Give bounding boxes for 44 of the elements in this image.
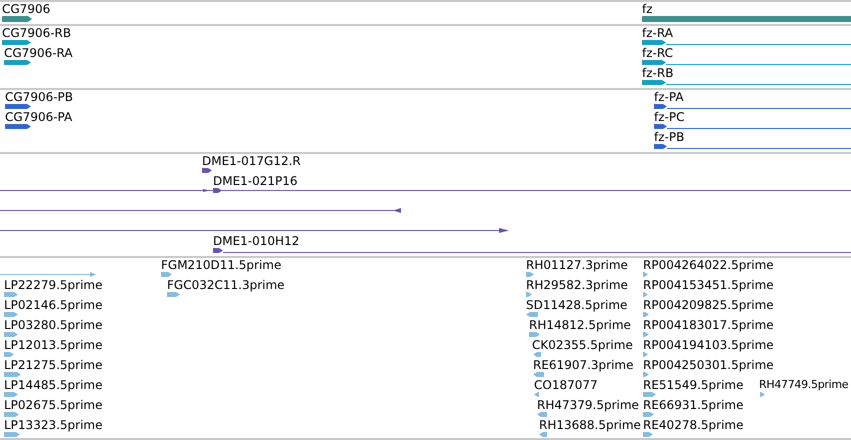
feature-label: RP004183017.5prime [643,318,774,332]
feature-label: fz [642,2,653,16]
feature-label: LP12013.5prime [4,338,103,352]
feature-label: LP02675.5prime [4,398,103,412]
feature-label: CG7906 [2,2,50,16]
feature-label: DME1-021P16 [213,174,298,188]
feature-label: RH29582.3prime [526,278,628,292]
feature-label: CK02355.5prime [532,338,633,352]
feature-label: RH47749.5prime [759,378,848,392]
feature-label: RP004209825.5prime [643,298,774,312]
feature-label: DME1-017G12.R [202,154,301,168]
feature-label: LP22279.5prime [4,278,103,292]
feature-label: RP004153451.5prime [643,278,774,292]
feature-label: RH01127.3prime [526,258,628,272]
feature-label: CG7906-PB [5,90,74,104]
feature-label: fz-PB [654,130,684,144]
feature-label: RH13688.5prime [539,418,641,432]
feature-label: LP13323.5prime [4,418,103,432]
feature-label: CG7906-PA [5,110,72,124]
feature-label: LP21275.5prime [4,358,103,372]
feature-label: RE66931.5prime [643,398,744,412]
feature-label: RP004194103.5prime [643,338,774,352]
feature-label: DME1-010H12 [213,234,300,248]
feature-label: RE51549.5prime [643,378,744,392]
feature-label: RH47379.5prime [537,398,639,412]
feature-label: RP004264022.5prime [643,258,774,272]
feature-label: RE40278.5prime [643,418,744,432]
feature-label: fz-PA [654,90,684,104]
feature-label: CO187077 [534,378,598,392]
feature-label: LP02146.5prime [4,298,103,312]
feature-label: CG7906-RA [4,46,73,60]
feature-label: fz-RB [642,66,674,80]
feature-label: fz-PC [654,110,684,124]
feature-label: RP004250301.5prime [643,358,774,372]
feature-label: RH14812.5prime [529,318,631,332]
feature-label: FGM210D11.5prime [161,258,282,272]
feature-label: FGC032C11.3prime [167,278,285,292]
feature-label: SD11428.5prime [526,298,628,312]
feature-label: LP14485.5prime [4,378,103,392]
feature-label: CG7906-RB [2,26,72,40]
feature-label: LP03280.5prime [4,318,103,332]
feature-label: RE61907.3prime [533,358,634,372]
feature-label: fz-RC [642,46,673,60]
feature-label: fz-RA [642,26,673,40]
